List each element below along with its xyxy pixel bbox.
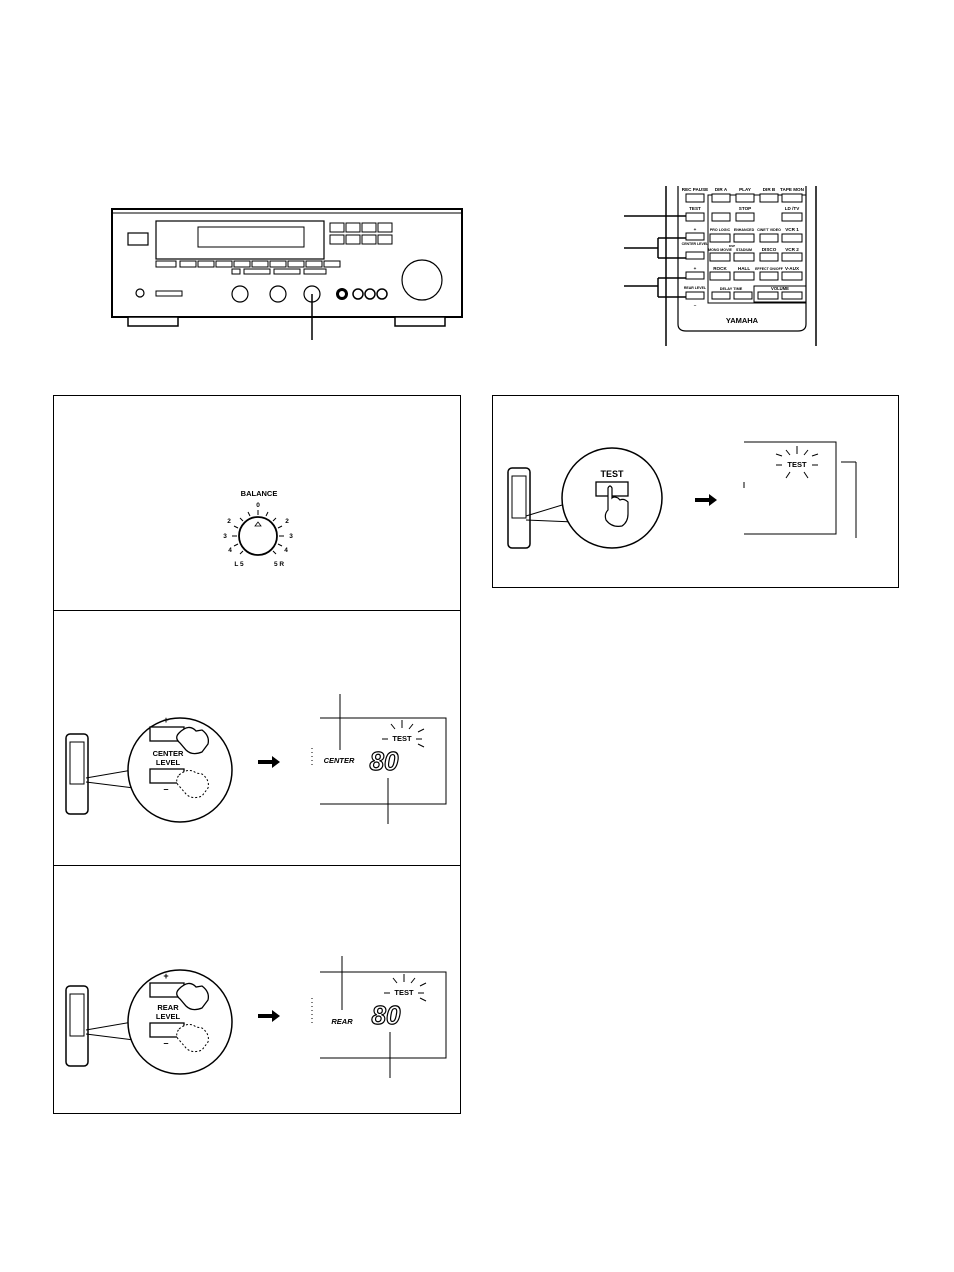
remote-volume-label: VOLUME [771,286,789,291]
remote-dir-a-label: DIR A [715,187,728,192]
rear-display-channel: REAR [331,1017,353,1026]
rear-level-label-2: LEVEL [156,1012,181,1021]
receiver-front-panel [111,208,463,340]
remote-hall-label: HALL [738,266,750,271]
center-plus-sign: + [163,715,168,725]
remote-plus-1: + [694,227,697,232]
remote-tape-mon-label: TAPE MON [780,187,805,192]
remote-dir-b-label: DIR B [763,187,776,192]
remote-cinema-video-label: CINE'T VIDEO [757,228,781,232]
rear-display-test: TEST [394,988,414,997]
test-display-label: TEST [787,460,807,469]
rear-display-value: 80 [372,1000,401,1030]
center-level-label-1: CENTER [153,749,184,758]
balance-right-3: 3 [289,533,293,540]
panel-divider-2 [53,865,461,866]
balance-title: BALANCE [241,489,278,498]
remote-center-level-label: CENTER LEVEL [682,242,710,246]
remote-disco-label: DISCO [762,247,777,252]
test-button-caption: TEST [600,469,624,479]
remote-test-label: TEST [689,206,701,211]
center-display-channel: CENTER [324,756,355,765]
center-minus-sign: – [163,784,168,794]
balance-zero: 0 [256,502,260,509]
center-level-label-2: LEVEL [156,758,181,767]
remote-ld-tv-label: LD /TV [785,206,800,211]
remote-minus-1: – [694,303,697,308]
balance-knob-diagram: BALANCE 0 2 3 4 2 3 4 L 5 5 R [223,489,293,568]
center-display-value: 80 [370,746,399,776]
remote-brand-label: YAMAHA [726,316,759,325]
remote-rock-label: ROCK [713,266,727,271]
remote-effect-label: EFFECT ON/OFF [755,267,784,271]
center-display-test: TEST [392,734,412,743]
remote-enhanced-label: ENHANCED [734,228,755,232]
remote-pro-logic-label: PRO LOGIC [710,228,731,232]
remote-rear-level-label: REAR LEVEL [684,286,707,290]
balance-left-end: L 5 [234,561,244,568]
remote-play-label: PLAY [739,187,751,192]
center-level-diagram: + CENTER LEVEL – CENTER TEST 80 [65,694,447,824]
remote-stop-label: STOP [739,206,751,211]
remote-rec-pause-label: REC PAUSE [682,187,708,192]
balance-right-4: 4 [284,547,288,554]
balance-left-3: 3 [223,533,227,540]
balance-left-2: 2 [227,518,231,525]
rear-level-label-1: REAR [157,1003,179,1012]
remote-stadium-label: STADIUM [736,248,752,252]
balance-left-4: 4 [228,547,232,554]
left-steps-box [53,395,461,1114]
test-step-box [492,395,899,588]
balance-right-2: 2 [285,518,289,525]
remote-vcr1-label: VCR 1 [785,227,799,232]
rear-level-diagram: + REAR LEVEL – REAR TEST 80 [65,956,447,1078]
panel-divider-1 [53,610,461,611]
balance-right-end: 5 R [274,561,284,568]
rear-plus-sign: + [163,971,168,981]
remote-plus-2: + [694,266,697,271]
rear-minus-sign: – [163,1038,168,1048]
remote-dsp-label: DSP [729,244,735,248]
test-button-diagram: TEST TEST [507,441,857,549]
remote-vcr2-label: VCR 2 [785,247,799,252]
remote-v-aux-label: V-AUX [785,266,800,271]
remote-mono-movie-label: MONO MOVIE [708,248,732,252]
remote-control: REC PAUSE DIR A PLAY DIR B TAPE MON TEST… [614,186,824,346]
remote-delay-time-label: DELAY TIME [720,287,743,291]
